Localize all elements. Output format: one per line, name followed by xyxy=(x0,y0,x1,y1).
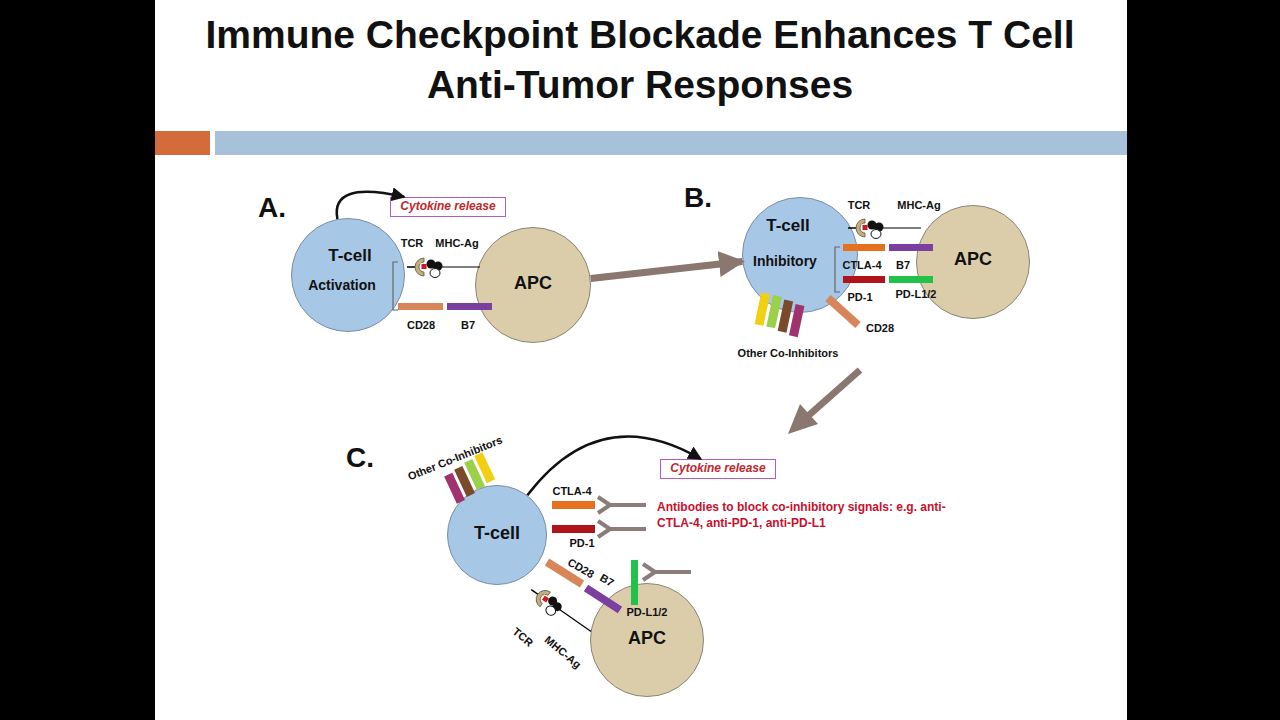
molecule-label: CD28 xyxy=(407,319,435,331)
cell-name: Activation xyxy=(285,278,399,293)
t-cell-circle: T-cellInhibitory xyxy=(742,197,858,313)
molecule-label: MHC-Ag xyxy=(897,199,940,211)
molecule-label: PD-1 xyxy=(847,291,872,303)
annotation-note: Antibodies to block co-inhibitory signal… xyxy=(657,500,957,531)
ctla4-receptor xyxy=(552,501,595,509)
t-cell-circle: T-cell xyxy=(447,485,547,585)
molecule-label: TCR xyxy=(401,237,424,249)
tcr-mhc-symbol xyxy=(525,582,596,640)
panel-arrow-head xyxy=(788,404,818,434)
molecule-label: B7 xyxy=(896,259,910,271)
molecule-label: PD-1 xyxy=(569,537,594,549)
pd1-receptor xyxy=(552,525,595,533)
slide-title: Immune Checkpoint Blockade Enhances T Ce… xyxy=(190,10,1090,110)
molecule-label: Other Co-Inhibitors xyxy=(738,347,839,359)
molecule-label: CD28 xyxy=(866,322,894,334)
panel-letter: B. xyxy=(684,183,712,214)
cell-name: Inhibitory xyxy=(727,254,843,269)
molecule-label: B7 xyxy=(461,319,475,331)
cd28-receptor xyxy=(398,303,443,310)
antibody xyxy=(643,564,691,580)
panel-letter: C. xyxy=(346,443,374,474)
cell-name: APC xyxy=(916,250,1030,270)
cell-name: APC xyxy=(475,274,591,294)
apc-circle: APC xyxy=(475,227,591,343)
cell-name: T-cell xyxy=(293,247,407,266)
panel-arrow xyxy=(591,261,743,278)
molecule-label: CTLA-4 xyxy=(842,259,881,271)
apc-circle: APC xyxy=(916,205,1030,319)
tcr-mhc-symbol xyxy=(407,258,480,278)
accent-bar xyxy=(155,131,210,155)
cytokine-text: Cytokine release xyxy=(661,462,775,475)
molecule-label: CTLA-4 xyxy=(552,485,591,497)
t-cell-circle: T-cellActivation xyxy=(291,218,405,332)
antibody xyxy=(598,497,646,513)
molecule-label: TCR xyxy=(848,199,871,211)
molecule-label: PD-L1/2 xyxy=(896,288,937,300)
antibody xyxy=(598,521,646,537)
molecule-label: PD-L1/2 xyxy=(627,606,668,618)
panel-arrow xyxy=(808,370,860,416)
tcr-mhc-symbol xyxy=(848,219,921,239)
cytokine-box: Cytokine release xyxy=(390,197,506,217)
circle-outline xyxy=(291,218,405,332)
cytokine-text: Cytokine release xyxy=(391,200,505,213)
molecule-label: MHC-Ag xyxy=(435,237,478,249)
panel-letter: A. xyxy=(258,193,286,224)
cell-name: APC xyxy=(590,629,704,649)
header-bar xyxy=(215,131,1127,155)
cell-name: T-cell xyxy=(730,217,846,236)
cell-name: T-cell xyxy=(447,524,547,544)
apc-circle: APC xyxy=(590,583,704,697)
cytokine-box: Cytokine release xyxy=(660,459,776,479)
